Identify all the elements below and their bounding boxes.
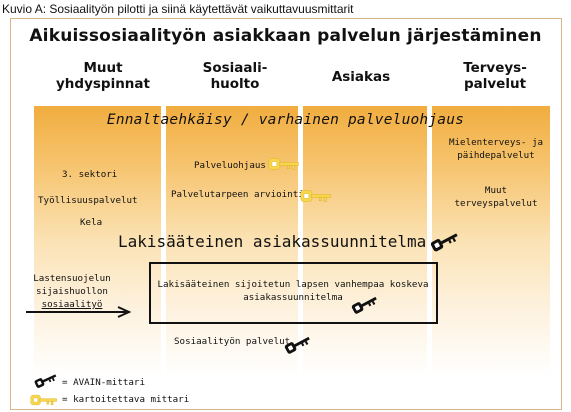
item-child-welfare-line: sijaishuollon [36,286,108,297]
column-header-line: huolto [210,76,260,92]
item-service-need-assessment: Palvelutarpeen arviointi [171,189,304,200]
diagram-title: Aikuissosiaalityön asiakkaan palvelun jä… [29,26,542,46]
item-third-sector: 3. sektori [62,169,118,180]
item-employment-services: Työllisuuspalvelut [38,195,138,206]
column-header-line: Terveys- [463,60,527,76]
legend-yellow-key: = kartoitettava mittari [62,394,190,405]
column-header-health: Terveys- palvelut [440,60,550,92]
statutory-client-plan: Lakisääteinen asiakassuunnitelma [118,232,427,251]
prevention-banner: Ennaltaehkäisy / varhainen palveluohjaus [106,112,465,128]
column-social-care [166,106,298,406]
column-header-client: Asiakas [306,69,416,85]
placement-plan-line: Lakisääteinen sijoitetun lapsen vanhempa… [157,279,429,290]
item-social-work-services: Sosiaalityön palvelut [174,336,291,347]
yellow-key-icon [30,393,58,407]
column-client [303,106,427,406]
item-other-health-line: terveyspalvelut [454,198,538,209]
item-child-welfare-line: Lastensuojelun [33,273,111,284]
item-kela: Kela [80,217,103,228]
column-header-social-care: Sosiaali- huolto [180,60,290,92]
item-mental-health-line: Mielenterveys- ja [448,137,544,148]
column-header-line: yhdyspinnat [56,76,150,92]
item-child-welfare-line: sosiaalityö [41,299,103,310]
placement-plan-box [149,262,438,324]
yellow-key-icon [300,188,332,204]
legend-black-key: = AVAIN-mittari [62,377,145,388]
item-other-health-line: Muut [484,185,508,196]
item-mental-health-line: päihdepalvelut [457,150,535,161]
item-other-health: Muut terveyspalvelut [446,184,546,210]
figure-caption: Kuvio A: Sosiaalityön pilotti ja siinä k… [2,2,354,16]
placement-plan-text: Lakisääteinen sijoitetun lapsen vanhempa… [153,278,433,304]
column-header-line: Sosiaali- [202,60,268,76]
item-child-welfare: Lastensuojelun sijaishuollon sosiaalityö [22,272,122,311]
yellow-key-icon [268,156,300,172]
item-service-guidance: Palveluohjaus [194,160,266,171]
arrow-right-icon [26,306,132,318]
column-header-other-interfaces: Muut yhdyspinnat [48,60,158,92]
item-mental-health: Mielenterveys- ja päihdepalvelut [446,136,546,162]
column-header-line: Muut [83,60,123,76]
column-health-services [432,106,550,406]
column-header-line: palvelut [463,76,527,92]
column-other-interfaces [34,106,161,406]
placement-plan-line: asiakassuunnitelma [243,292,343,303]
column-header-line: Asiakas [331,69,391,85]
